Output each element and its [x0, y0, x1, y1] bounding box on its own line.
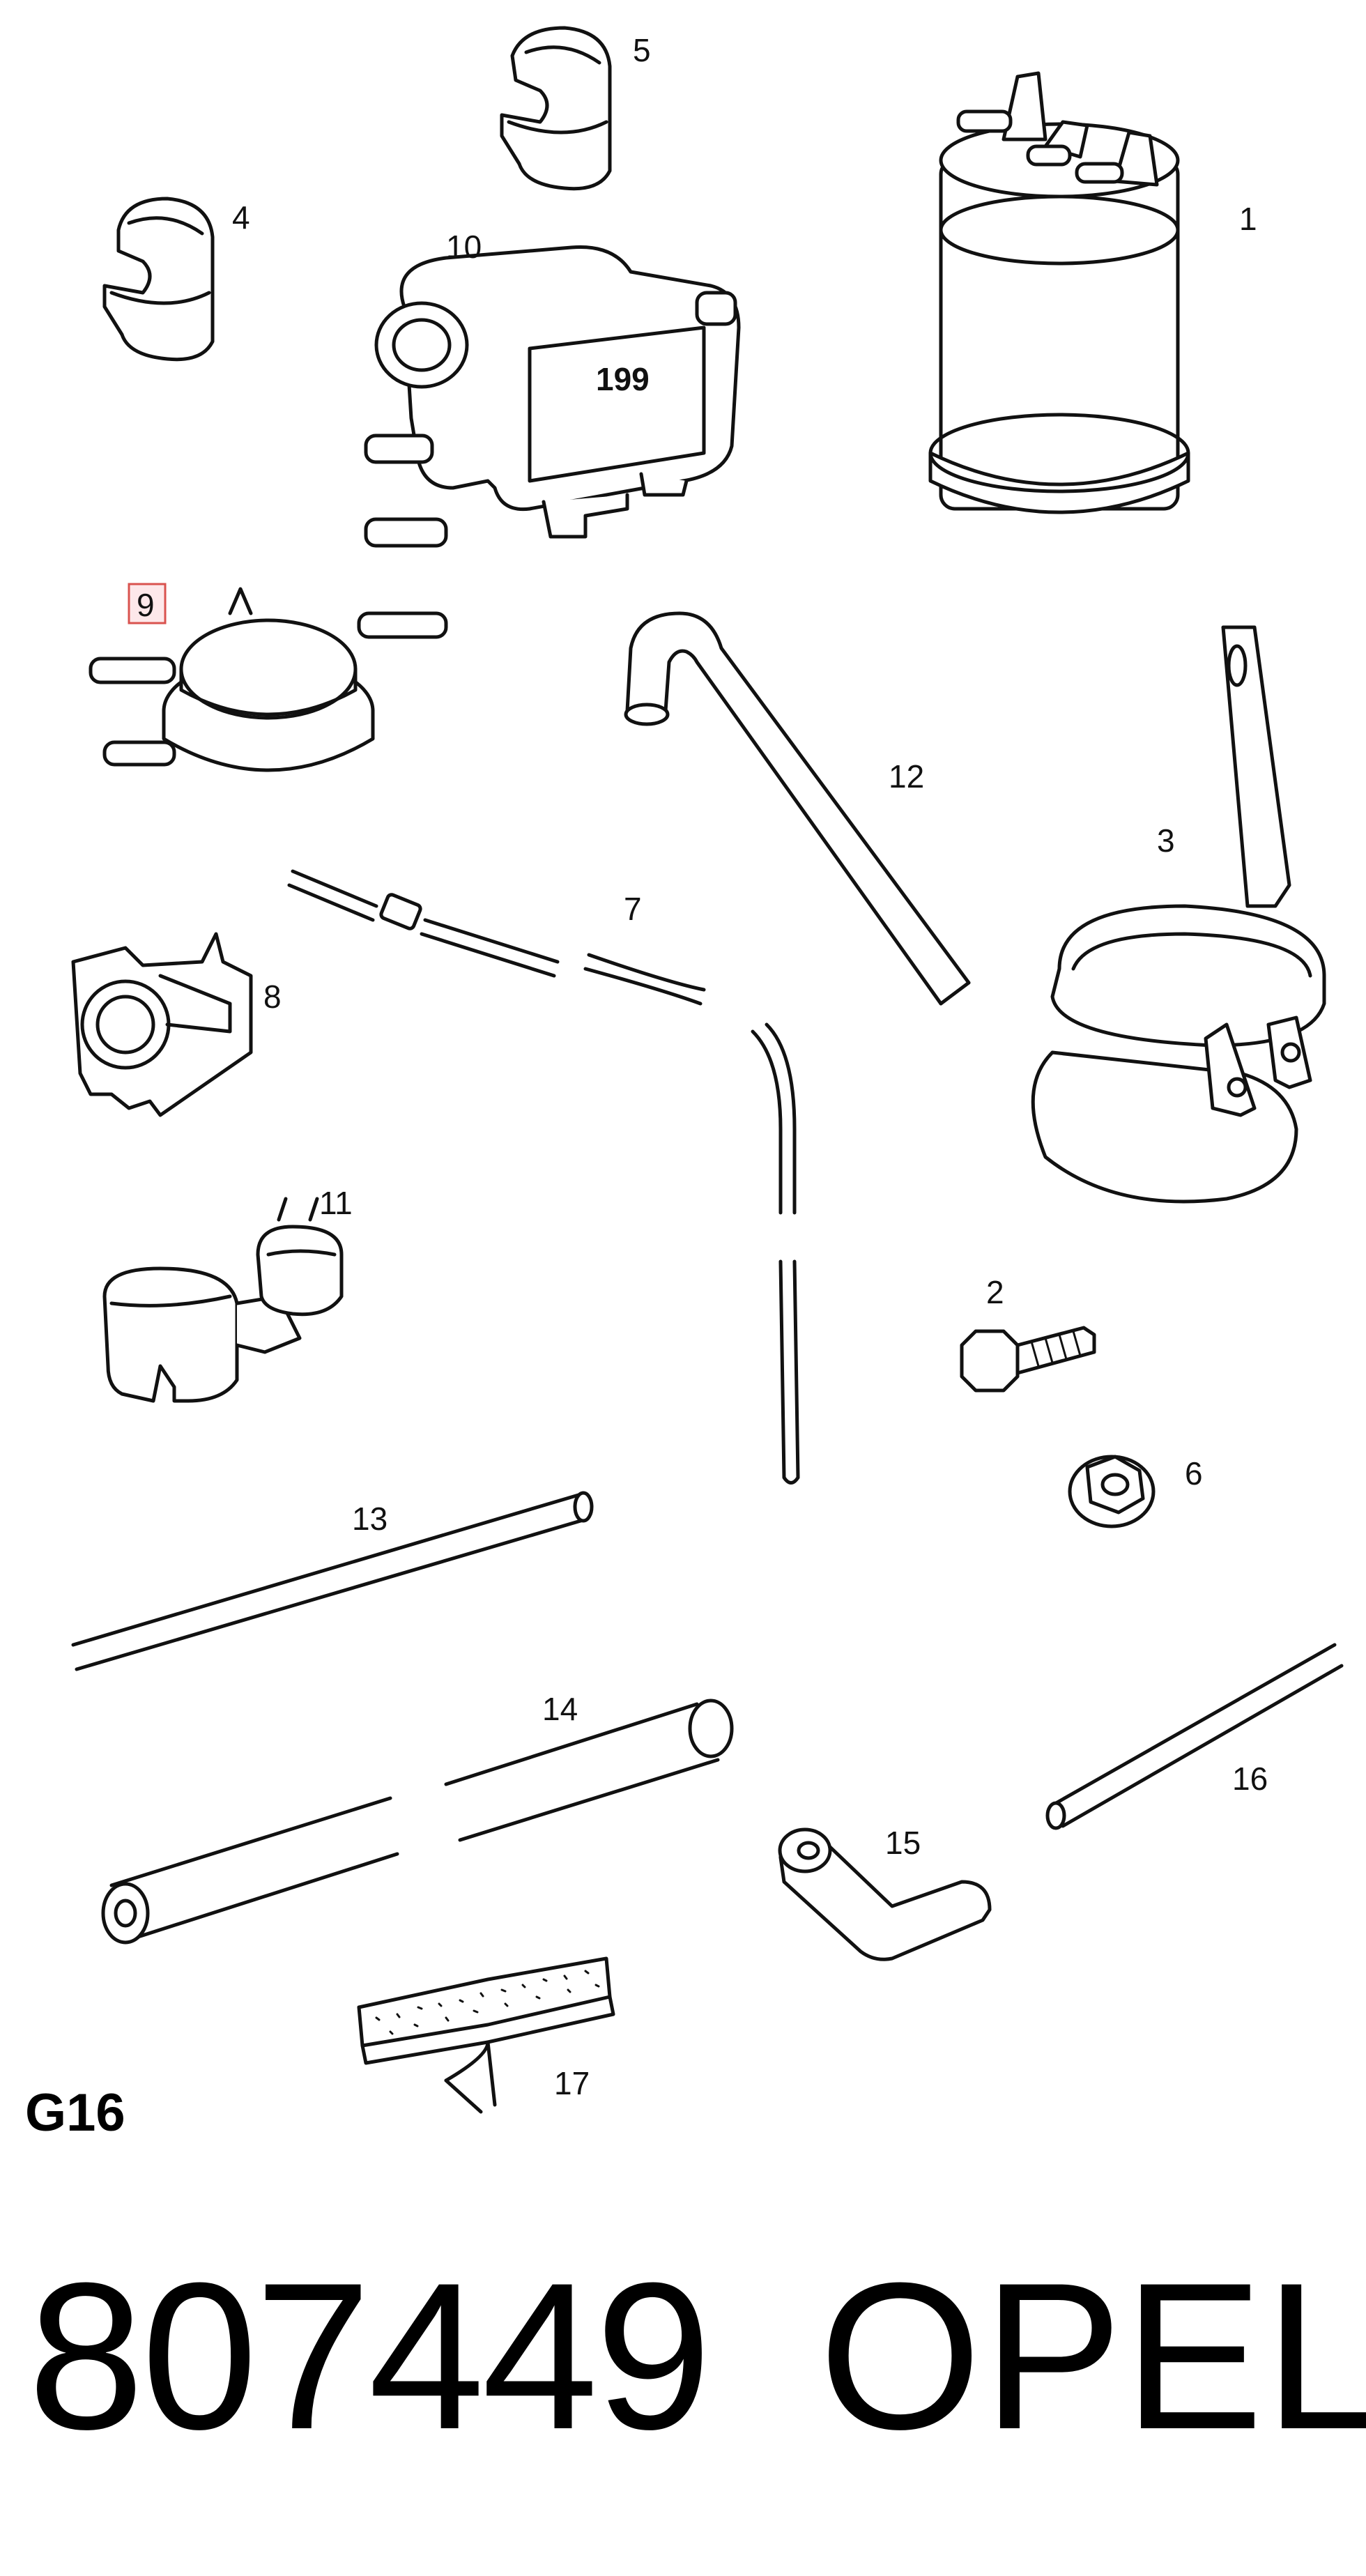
part-8-retainer — [71, 932, 253, 1117]
part-11-double-clip — [102, 1197, 344, 1403]
callout-16: 16 — [1232, 1761, 1268, 1797]
callout-7: 7 — [624, 891, 642, 927]
callout-1: 1 — [1239, 201, 1257, 237]
group-code-label: G16 — [25, 2083, 125, 2142]
part-2-bolt — [960, 1326, 1096, 1393]
callout-2: 2 — [986, 1274, 1004, 1310]
callout-4: 4 — [232, 199, 250, 236]
part-17-foam-strip — [357, 1956, 615, 2114]
part-12-hose — [624, 611, 971, 1006]
part-15-elbow-hose — [778, 1827, 992, 1961]
callout-15: 15 — [885, 1825, 921, 1861]
callout-8: 8 — [263, 979, 282, 1015]
callout-3: 3 — [1157, 822, 1175, 859]
part-16-tube — [1045, 1643, 1344, 1830]
part-3-bracket — [1031, 625, 1326, 1204]
part-5-clip — [500, 26, 612, 191]
callout-13: 13 — [352, 1501, 387, 1537]
callout-9: 9 — [137, 587, 155, 623]
part-10-solenoid-valve: 199 — [364, 245, 741, 548]
part-4-clip — [102, 197, 215, 362]
part-1-charcoal-canister — [928, 71, 1190, 514]
part-9-pressure-regulator — [89, 587, 448, 772]
part-number: 807449 — [28, 2239, 712, 2473]
callout-14: 14 — [542, 1691, 578, 1727]
callout-11: 11 — [319, 1185, 353, 1221]
callout-6: 6 — [1185, 1455, 1203, 1492]
brand-name: OPEL — [819, 2239, 1366, 2473]
part-14-hose — [101, 1699, 734, 1945]
callout-10: 10 — [446, 229, 482, 265]
part-13-tube — [71, 1491, 594, 1671]
part-6-nut — [1068, 1455, 1156, 1528]
callout-5: 5 — [633, 32, 651, 68]
part-7-fuel-line — [287, 869, 800, 1485]
valve-marking: 199 — [596, 361, 650, 397]
callout-12: 12 — [889, 758, 924, 795]
callout-17: 17 — [554, 2065, 590, 2101]
callout-9-highlight — [128, 583, 167, 624]
